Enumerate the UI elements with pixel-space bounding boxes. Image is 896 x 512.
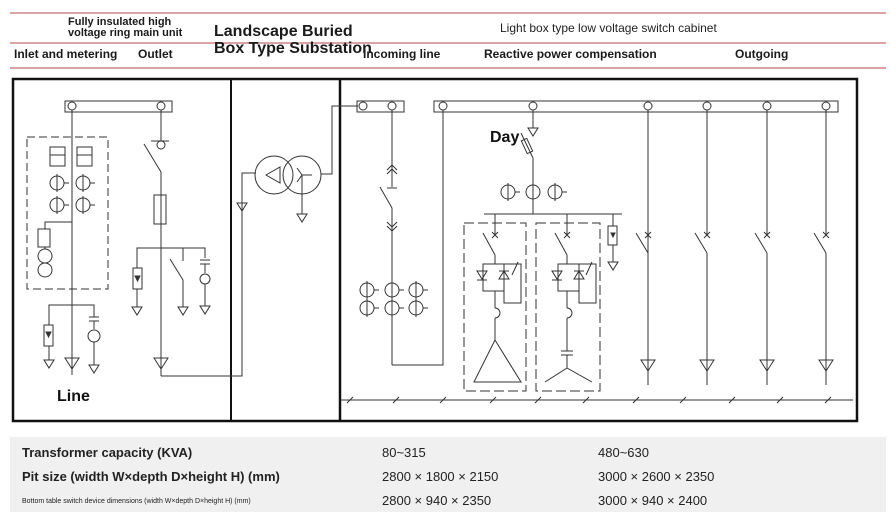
row-value-large: 3000 × 2600 × 2350 bbox=[598, 469, 715, 484]
table-row: Transformer capacity (KVA) 80~315 480~63… bbox=[10, 441, 886, 465]
lv-busbar bbox=[433, 100, 839, 113]
outgoing-feeder-3 bbox=[754, 110, 775, 385]
diagram-frame bbox=[11, 77, 859, 423]
row-value-small: 2800 × 1800 × 2150 bbox=[382, 469, 499, 484]
meter-2 bbox=[76, 146, 93, 167]
comp-box-2 bbox=[535, 222, 601, 392]
meter-1 bbox=[49, 146, 66, 167]
day-label: Day bbox=[490, 129, 519, 146]
reactive-comp-label: Reactive power compensation bbox=[484, 47, 657, 61]
table-row: Pit size (width W×depth D×height H) (mm)… bbox=[10, 465, 886, 489]
outgoing-feeder-1 bbox=[635, 110, 656, 385]
row-value-large: 3000 × 940 × 2400 bbox=[598, 493, 708, 508]
outgoing-feeder-4 bbox=[813, 110, 834, 385]
pt-fuse bbox=[37, 228, 51, 248]
spec-table: Transformer capacity (KVA) 80~315 480~63… bbox=[10, 437, 886, 512]
outlet-label: Outlet bbox=[138, 47, 173, 61]
incoming-line-label: Incoming line bbox=[363, 47, 441, 61]
comp-branch-2 bbox=[544, 214, 597, 383]
outgoing-feeder-2 bbox=[694, 110, 715, 385]
outlet-fuse bbox=[153, 194, 167, 225]
outgoing-label: Outgoing bbox=[735, 47, 789, 61]
incoming-busbar bbox=[356, 100, 405, 113]
transformer bbox=[254, 155, 322, 223]
inlet-metering-label: Inlet and metering bbox=[14, 47, 118, 61]
row-value-small: 2800 × 940 × 2350 bbox=[382, 493, 492, 508]
header-rule-bottom bbox=[10, 67, 886, 69]
header-rule-top bbox=[10, 12, 886, 14]
row-value-small: 80~315 bbox=[382, 445, 426, 460]
row-label: Transformer capacity (KVA) bbox=[22, 445, 193, 460]
comp-branch-1 bbox=[473, 214, 522, 383]
lv-cabinet-label: Light box type low voltage switch cabine… bbox=[500, 21, 717, 35]
substation-title-line2: Box Type Substation bbox=[214, 40, 372, 57]
header-rule-mid bbox=[10, 42, 886, 44]
line-label: Line bbox=[57, 388, 90, 405]
inlet-busbar bbox=[64, 100, 173, 113]
substation-title-line1: Landscape Buried bbox=[214, 23, 353, 40]
row-value-large: 480~630 bbox=[598, 445, 649, 460]
row-label: Pit size (width W×depth D×height H) (mm) bbox=[22, 469, 280, 484]
row-label: Bottom table switch device dimensions (w… bbox=[22, 498, 251, 505]
metering-box bbox=[26, 136, 109, 290]
ring-main-unit-label: Fully insulated high voltage ring main u… bbox=[68, 16, 183, 39]
table-row: Bottom table switch device dimensions (w… bbox=[10, 489, 886, 512]
